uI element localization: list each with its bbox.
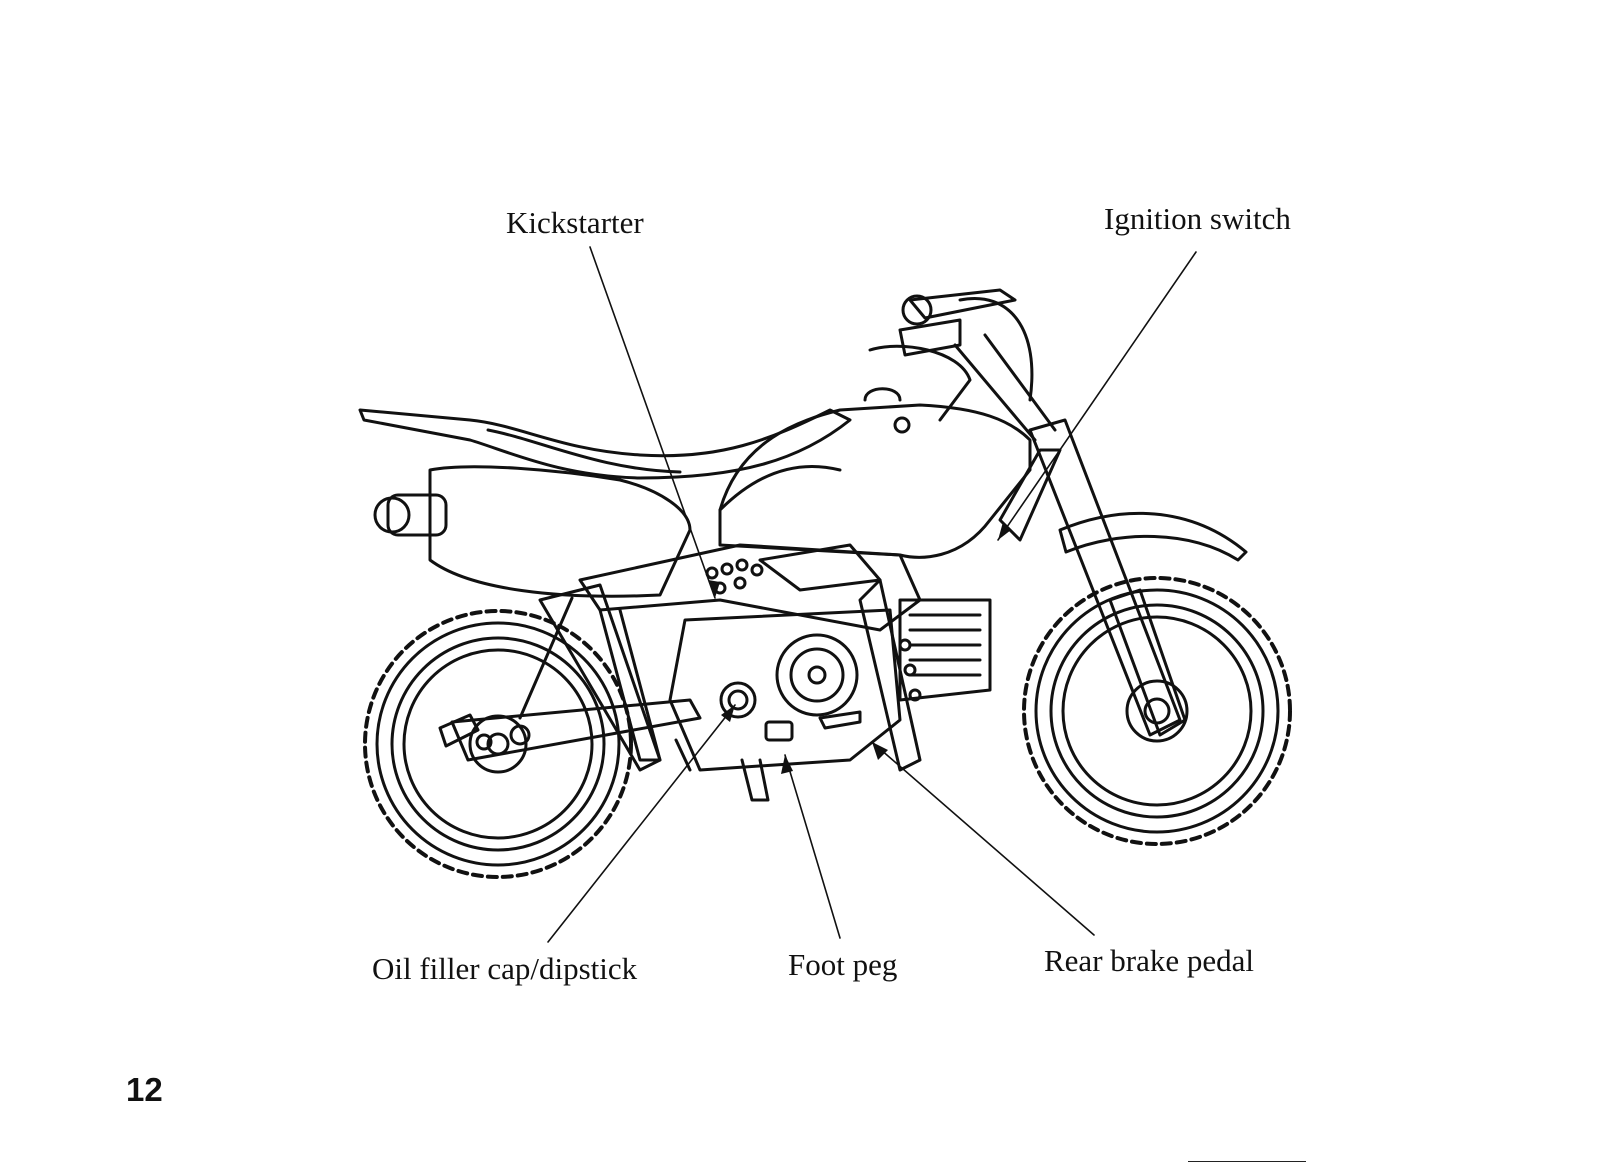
rear-brake-pedal-label: Rear brake pedal bbox=[1044, 943, 1254, 978]
rear-wheel bbox=[363, 609, 633, 879]
footer-rule bbox=[1188, 1161, 1306, 1162]
kickstarter-label: Kickstarter bbox=[506, 205, 644, 240]
front-wheel bbox=[1022, 576, 1292, 846]
lower-controls bbox=[674, 710, 862, 802]
leader-lines bbox=[547, 246, 1197, 943]
foot-peg-label: Foot peg bbox=[788, 947, 898, 982]
ignition-switch-label: Ignition switch bbox=[1104, 201, 1291, 236]
page-number: 12 bbox=[126, 1071, 163, 1108]
leader-arrowheads bbox=[708, 522, 1011, 774]
engine bbox=[668, 543, 992, 772]
handlebars bbox=[868, 288, 1057, 442]
fuel-tank bbox=[718, 387, 1032, 559]
seat bbox=[358, 408, 852, 480]
rear-side-cover bbox=[373, 465, 692, 598]
oil-filler-cap-label: Oil filler cap/dipstick bbox=[372, 951, 638, 986]
